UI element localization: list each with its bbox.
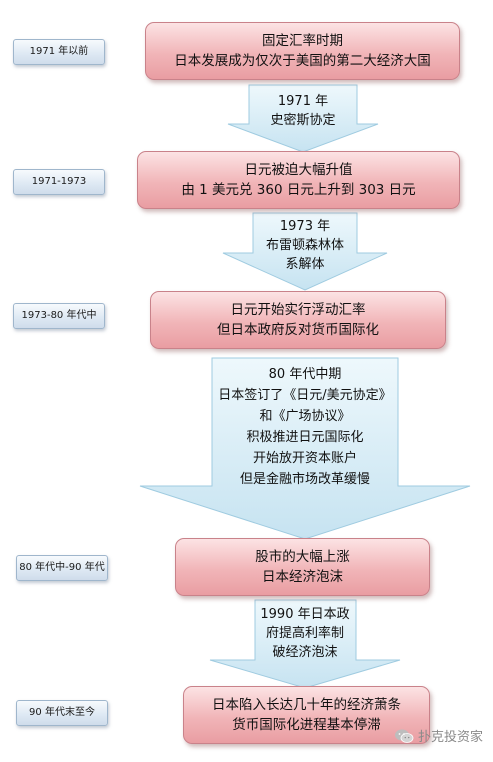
arrow-3 (139, 357, 471, 540)
event-box: 固定汇率时期 日本发展成为仅次于美国的第二大经济大国 (145, 22, 460, 80)
event-line: 日本陷入长达几十年的经济萧条 (212, 697, 401, 713)
arrow-label: 1971 年 史密斯协定 (230, 92, 376, 130)
arrow-line: 开始放开资本账户 (252, 451, 357, 466)
event-line: 由 1 美元兑 360 日元上升到 303 日元 (181, 182, 416, 198)
arrow-line: 1973 年 (279, 219, 331, 234)
period-label: 1971-1973 (13, 169, 105, 195)
event-box: 日元开始实行浮动汇率 但日本政府反对货币国际化 (150, 291, 446, 349)
event-line: 日元开始实行浮动汇率 (230, 302, 366, 318)
event-box: 日元被迫大幅升值 由 1 美元兑 360 日元上升到 303 日元 (137, 151, 460, 209)
arrow-4 (209, 599, 401, 689)
arrow-line: 布雷顿森林体 (265, 238, 344, 253)
event-box: 股市的大幅上涨 日本经济泡沫 (175, 538, 430, 596)
arrow-label: 1973 年 布雷顿森林体 系解体 (230, 217, 380, 274)
arrow-label: 80 年代中期 日本签订了《日元/美元协定》 和《广场协议》 积极推进日元国际化… (202, 364, 408, 490)
event-line: 日本经济泡沫 (262, 569, 343, 585)
arrow-line: 80 年代中期 (268, 367, 342, 382)
arrow-line: 1990 年日本政 (260, 607, 350, 622)
arrow-2 (222, 212, 388, 291)
arrow-1 (227, 84, 379, 153)
event-line: 货币国际化进程基本停滞 (232, 717, 381, 733)
arrow-line: 府提高利率制 (265, 626, 344, 641)
event-line: 日元被迫大幅升值 (244, 162, 353, 178)
arrow-line: 破经济泡沫 (272, 645, 338, 660)
arrow-line: 史密斯协定 (270, 113, 336, 128)
period-label: 1973-80 年代中 (13, 303, 105, 329)
arrow-line: 积极推进日元国际化 (246, 430, 364, 445)
event-line: 股市的大幅上涨 (255, 549, 350, 565)
arrow-line: 1971 年 (277, 94, 329, 109)
watermark-text: 扑克投资家 (417, 730, 483, 745)
event-line: 日本发展成为仅次于美国的第二大经济大国 (174, 53, 431, 69)
arrow-label: 1990 年日本政 府提高利率制 破经济泡沫 (240, 605, 370, 662)
wechat-icon (394, 729, 414, 743)
event-line: 但日本政府反对货币国际化 (217, 322, 379, 338)
period-label: 1971 年以前 (13, 39, 105, 65)
watermark: 扑克投资家 (394, 726, 483, 745)
event-box: 日本陷入长达几十年的经济萧条 货币国际化进程基本停滞 (183, 686, 430, 744)
arrow-line: 但是金融市场改革缓慢 (239, 472, 370, 487)
arrow-line: 日本签订了《日元/美元协定》 (218, 388, 392, 403)
period-label: 90 年代末至今 (16, 700, 108, 726)
arrow-line: 和《广场协议》 (259, 409, 351, 424)
event-line: 固定汇率时期 (262, 33, 343, 49)
arrow-line: 系解体 (285, 257, 325, 272)
period-label: 80 年代中-90 年代 (16, 555, 108, 581)
